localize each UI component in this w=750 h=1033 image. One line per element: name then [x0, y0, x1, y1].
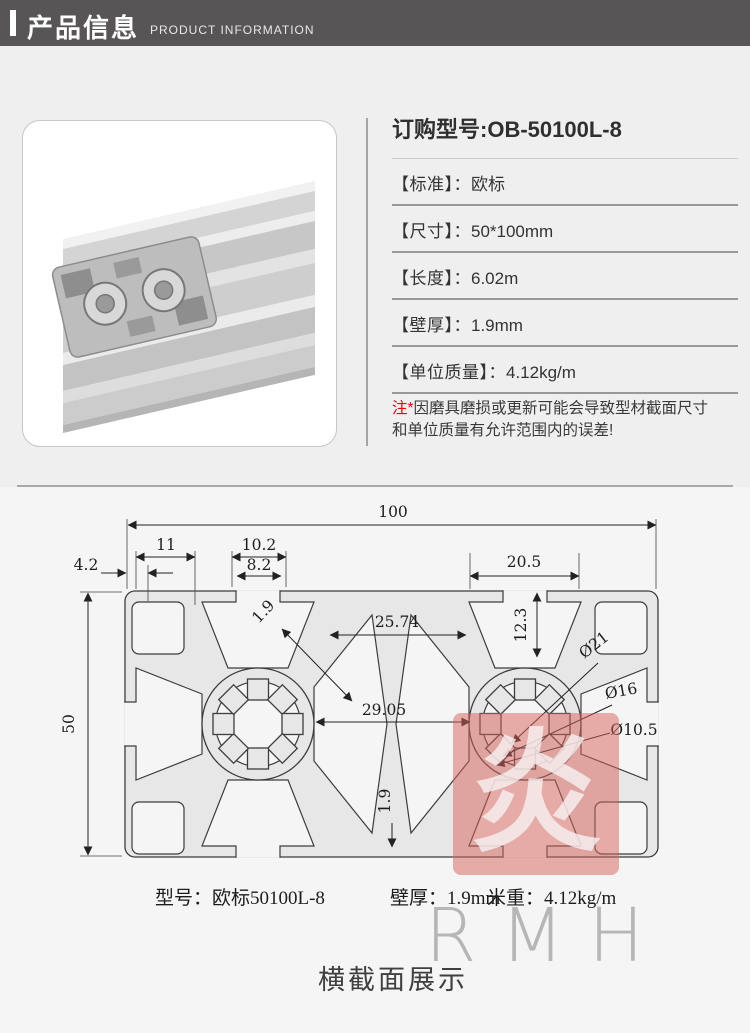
dim-50: 50 [60, 714, 78, 734]
dim-29-05: 29.05 [362, 701, 406, 719]
spec-row-unit-weight: 【单位质量】：4.12kg/m [392, 347, 738, 394]
dim-11: 11 [156, 536, 176, 554]
dim-25-74: 25.74 [375, 613, 420, 631]
header-title-en: PRODUCT INFORMATION [150, 23, 315, 37]
dim-10-2: 10.2 [242, 536, 277, 554]
tolerance-note: 注*因磨具磨损或更新可能会导致型材截面尺寸和单位质量有允许范围内的误差! [392, 398, 722, 443]
order-model: 订购型号:OB-50100L-8 [392, 112, 738, 159]
note-prefix: 注* [392, 400, 414, 417]
seal-stamp-watermark: 炎 [453, 713, 619, 875]
dim-20-5: 20.5 [507, 553, 542, 571]
spec-label: 【尺寸】： [392, 222, 471, 241]
dim-1-9-bottom: 1.9 [376, 789, 394, 814]
caption-meter-weight: 米重：4.12kg/m [487, 888, 617, 909]
spec-panel: 订购型号:OB-50100L-8 【标准】：欧标 【尺寸】：50*100mm 【… [392, 112, 738, 394]
note-text: 因磨具磨损或更新可能会导致型材截面尺寸和单位质量有允许范围内的误差! [392, 400, 709, 440]
dim-100: 100 [378, 503, 408, 521]
spec-label: 【标准】： [392, 175, 471, 194]
spec-label: 【长度】： [392, 269, 471, 288]
caption-model: 型号：欧标50100L-8 [155, 888, 325, 909]
spec-row-wall: 【壁厚】：1.9mm [392, 300, 738, 347]
dim-12-3: 12.3 [512, 608, 530, 643]
section-separator [17, 485, 733, 487]
vertical-divider [366, 118, 368, 446]
spec-value: 50*100mm [471, 222, 554, 241]
spec-row-length: 【长度】：6.02m [392, 253, 738, 300]
seal-character: 炎 [470, 716, 602, 871]
header-title-zh: 产品信息 [27, 13, 140, 43]
spec-value: 欧标 [471, 175, 505, 194]
spec-value: 1.9mm [471, 316, 523, 335]
spec-row-standard: 【标准】：欧标 [392, 159, 738, 206]
dim-dia-16: Ø16 [604, 679, 639, 702]
rmh-watermark: RMH [425, 893, 668, 979]
header-accent-bar [10, 10, 16, 36]
spec-row-size: 【尺寸】：50*100mm [392, 206, 738, 253]
caption-wall-thickness: 壁厚：1.9mm [390, 888, 501, 909]
spec-value: 6.02m [471, 269, 519, 288]
spec-label: 【单位质量】： [392, 363, 506, 382]
dim-8-2: 8.2 [247, 556, 272, 574]
dim-4-2: 4.2 [74, 556, 99, 574]
section-header: 产品信息 PRODUCT INFORMATION [0, 0, 750, 46]
product-photo-card [22, 120, 337, 447]
spec-value: 4.12kg/m [506, 363, 576, 382]
spec-label: 【壁厚】： [392, 316, 471, 335]
dim-dia-10-5: Ø10.5 [610, 721, 657, 739]
cross-section-title: 横截面展示 [318, 965, 468, 995]
cross-section-drawing: 100 50 11 10.2 8.2 4.2 20.5 12.3 25.74 2… [60, 503, 660, 859]
aluminum-profile-photo [51, 180, 315, 433]
